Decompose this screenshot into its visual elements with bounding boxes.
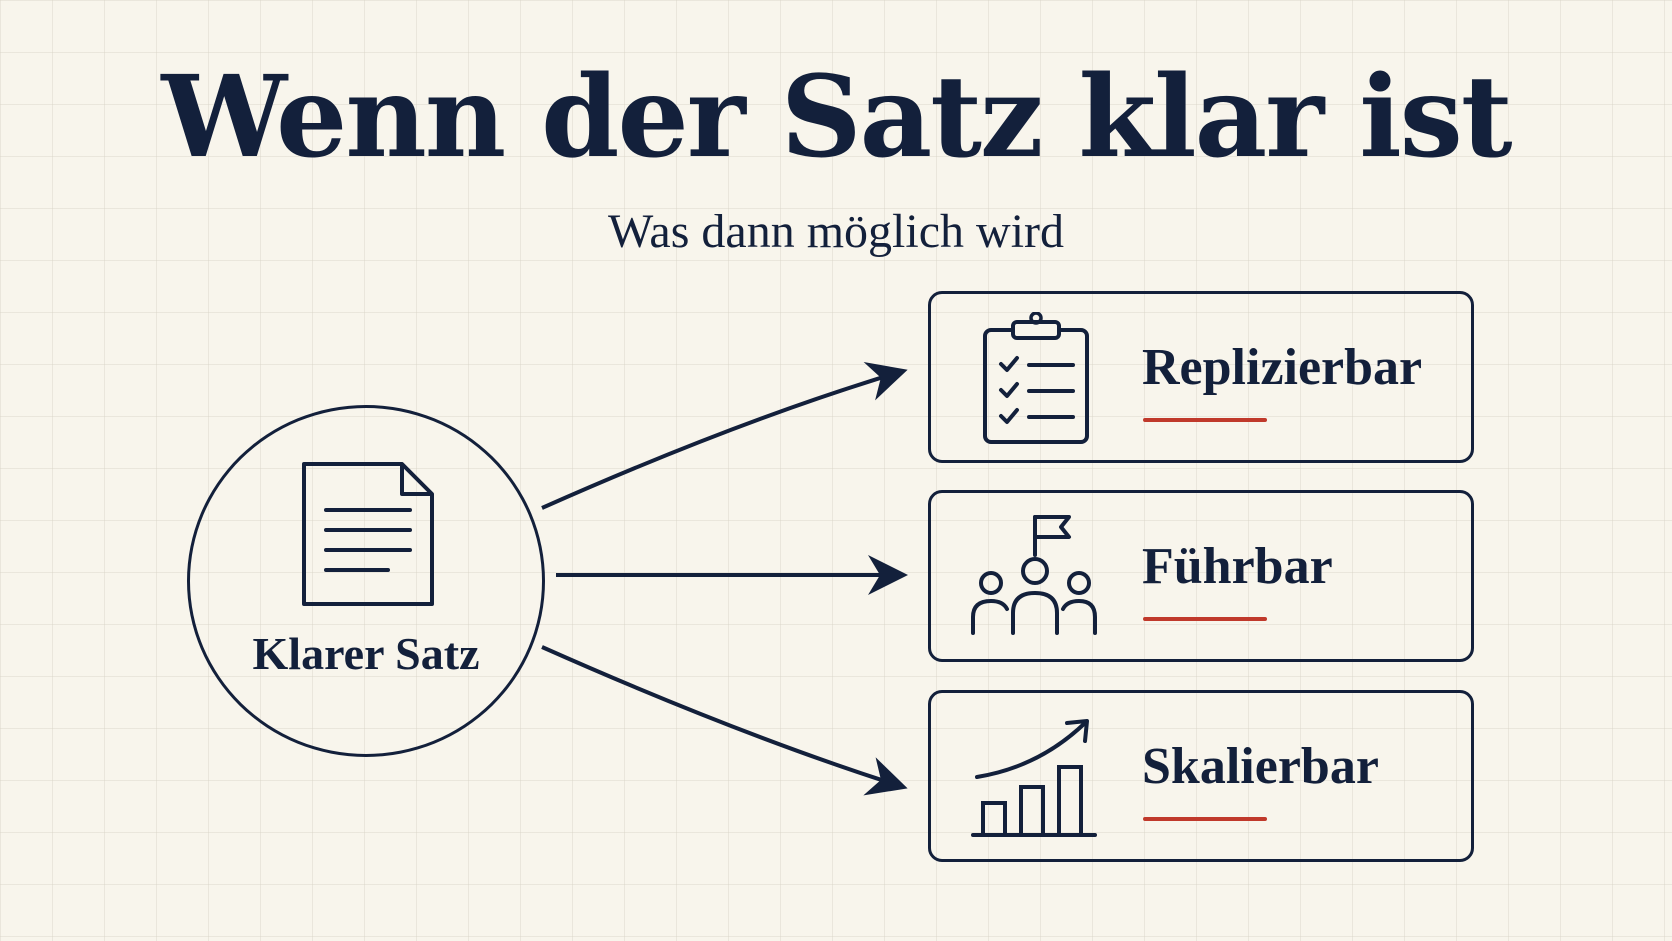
outcome-label: Skalierbar bbox=[1142, 738, 1379, 795]
page-title: Wenn der Satz klar ist bbox=[161, 52, 1512, 183]
arrow-to-skalierbar bbox=[541, 645, 908, 796]
source-circle: Klarer Satz bbox=[187, 405, 545, 757]
accent-underline bbox=[1143, 817, 1267, 821]
page-subtitle: Was dann möglich wird bbox=[607, 205, 1065, 258]
team-flag-icon bbox=[971, 515, 1097, 635]
outcome-card-replizierbar: Replizierbar bbox=[928, 291, 1474, 463]
accent-underline bbox=[1143, 617, 1267, 621]
document-icon bbox=[302, 462, 434, 606]
source-label: Klarer Satz bbox=[252, 628, 480, 679]
growth-chart-icon bbox=[971, 719, 1097, 837]
accent-underline bbox=[1143, 418, 1267, 422]
outcome-label: Replizierbar bbox=[1142, 339, 1423, 396]
outcome-card-fuehrbar: Führbar bbox=[928, 490, 1474, 662]
outcome-card-skalierbar: Skalierbar bbox=[928, 690, 1474, 862]
outcome-label: Führbar bbox=[1142, 538, 1333, 595]
arrow-to-replizierbar bbox=[541, 362, 908, 510]
checklist-clipboard-icon bbox=[983, 312, 1089, 444]
